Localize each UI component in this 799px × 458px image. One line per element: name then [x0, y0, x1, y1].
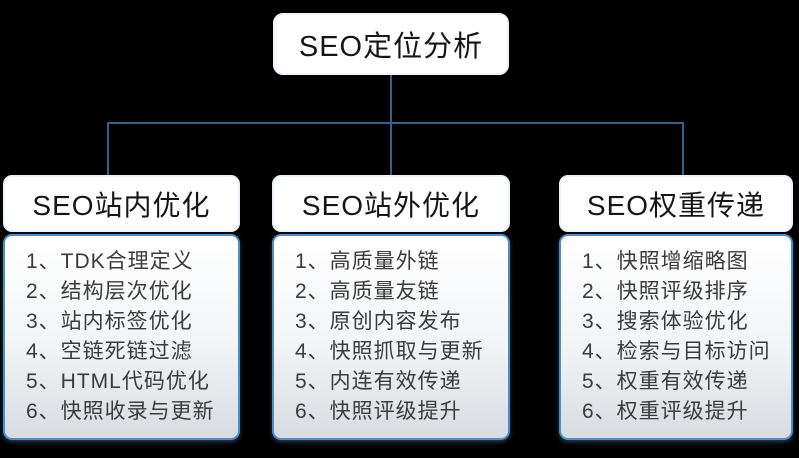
list-item: 5、HTML代码优化 [26, 370, 210, 393]
list-item: 3、搜索体验优化 [582, 310, 749, 333]
list-item: 5、权重有效传递 [582, 370, 749, 393]
list-item: 1、高质量外链 [295, 250, 440, 273]
list-item: 1、快照增缩略图 [582, 250, 749, 273]
column-offsite-title: SEO站外优化 [272, 175, 510, 232]
list-item: 1、TDK合理定义 [26, 250, 194, 273]
root-node-label: SEO定位分析 [298, 31, 484, 63]
column-offsite-list: 1、高质量外链 2、高质量友链 3、原创内容发布 4、快照抓取与更新 5、内连有… [272, 234, 510, 440]
column-onsite-title: SEO站内优化 [3, 175, 240, 232]
list-item: 3、站内标签优化 [26, 310, 193, 333]
list-item: 3、原创内容发布 [295, 310, 462, 333]
list-item: 2、结构层次优化 [26, 280, 193, 303]
list-item: 6、权重评级提升 [582, 400, 749, 423]
list-item: 4、空链死链过滤 [26, 340, 193, 363]
column-onsite-list: 1、TDK合理定义 2、结构层次优化 3、站内标签优化 4、空链死链过滤 5、H… [3, 234, 240, 440]
column-offsite-optimization: SEO站外优化 1、高质量外链 2、高质量友链 3、原创内容发布 4、快照抓取与… [272, 175, 510, 440]
list-item: 5、内连有效传递 [295, 370, 462, 393]
list-item: 6、快照评级提升 [295, 400, 462, 423]
column-weight-list: 1、快照增缩略图 2、快照评级排序 3、搜索体验优化 4、检索与目标访问 5、权… [559, 234, 793, 440]
list-item: 6、快照收录与更新 [26, 400, 215, 423]
connector-right-vertical [682, 123, 684, 175]
column-onsite-optimization: SEO站内优化 1、TDK合理定义 2、结构层次优化 3、站内标签优化 4、空链… [3, 175, 240, 440]
list-item: 2、快照评级排序 [582, 280, 749, 303]
connector-horizontal [107, 122, 684, 124]
list-item: 4、快照抓取与更新 [295, 340, 484, 363]
column-weight-transfer: SEO权重传递 1、快照增缩略图 2、快照评级排序 3、搜索体验优化 4、检索与… [559, 175, 793, 440]
root-node: SEO定位分析 [273, 13, 509, 75]
list-item: 4、检索与目标访问 [582, 340, 771, 363]
connector-left-vertical [107, 123, 109, 175]
connector-center-vertical [390, 75, 392, 175]
column-weight-title: SEO权重传递 [559, 175, 793, 232]
list-item: 2、高质量友链 [295, 280, 440, 303]
